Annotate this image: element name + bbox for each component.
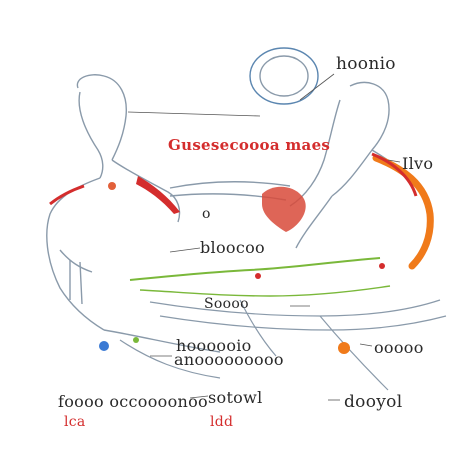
lower-limbs: [119, 299, 447, 391]
left-figure: [46, 74, 221, 353]
label-right-c: ooooo: [374, 338, 424, 357]
nerve-path: [129, 257, 381, 281]
diagram-title: Gusesecoooa maes: [168, 136, 331, 154]
label-center-a: Soooo: [204, 296, 249, 312]
label-bottom-left: foooo occoooonoo: [58, 392, 208, 411]
red-dot-right: [379, 263, 385, 269]
label-right-mid: Ilvo: [402, 154, 434, 173]
blue-dot: [99, 341, 109, 351]
label-center-c: anooooooooo: [174, 350, 284, 369]
red-dot-center: [255, 273, 261, 279]
green-dot: [133, 337, 139, 343]
label-bottom-mid: sotowl: [208, 388, 263, 407]
label-bottom-left-red: lca: [64, 414, 86, 430]
label-bottom-mid-red: ldd: [210, 414, 234, 430]
orange-dot: [338, 342, 350, 354]
leader-lines: [127, 73, 401, 401]
label-left-b: bloocoo: [200, 238, 265, 257]
label-top-right: hoonio: [336, 54, 396, 74]
left-red-band: [136, 176, 180, 214]
nerve-path-lower: [139, 285, 391, 297]
label-center-b: hoooooio: [176, 336, 252, 355]
label-left-a: o: [202, 206, 211, 222]
label-bottom-right: dooyol: [344, 392, 403, 412]
red-organ: [262, 186, 306, 232]
left-red-dot: [108, 182, 116, 190]
left-red-strap: [49, 184, 85, 206]
red-back-curve: [371, 152, 418, 197]
